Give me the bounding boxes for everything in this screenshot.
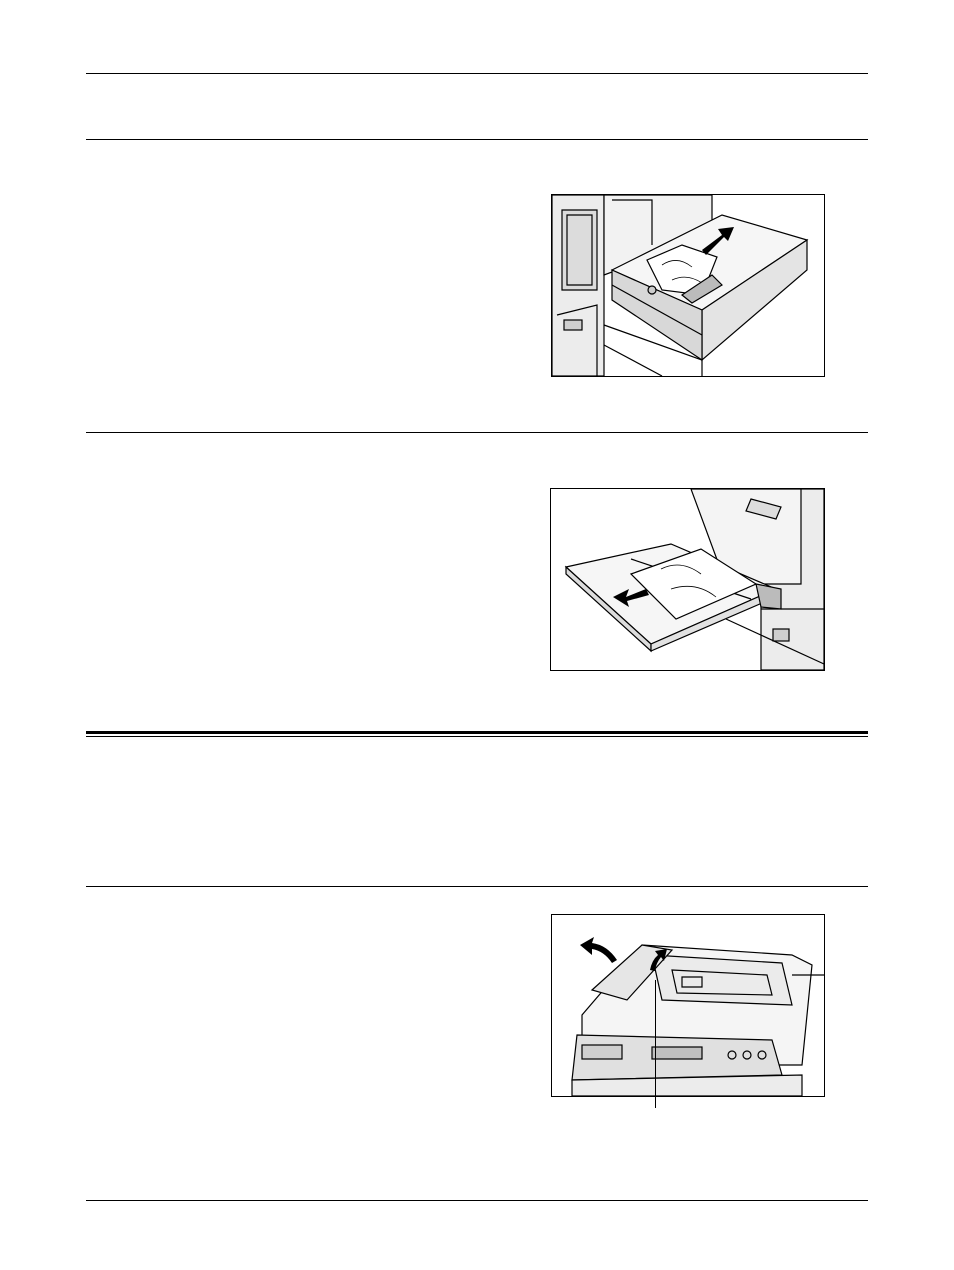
footer-rule [86, 1200, 868, 1201]
section-rule-3 [86, 886, 868, 887]
chapter-rule-under [86, 736, 868, 737]
tray-jam-drawing [552, 195, 824, 376]
bypass-jam-drawing [551, 489, 824, 670]
feeder-callout-line [655, 980, 656, 1108]
section-rule-1 [86, 139, 868, 140]
feeder-jam-drawing [552, 915, 824, 1096]
header-rule [86, 73, 868, 74]
feeder-jam-illustration [551, 914, 825, 1097]
tray-jam-illustration [551, 194, 825, 377]
chapter-rule [86, 731, 868, 734]
bypass-jam-illustration [550, 488, 825, 671]
section-rule-2 [86, 432, 868, 433]
